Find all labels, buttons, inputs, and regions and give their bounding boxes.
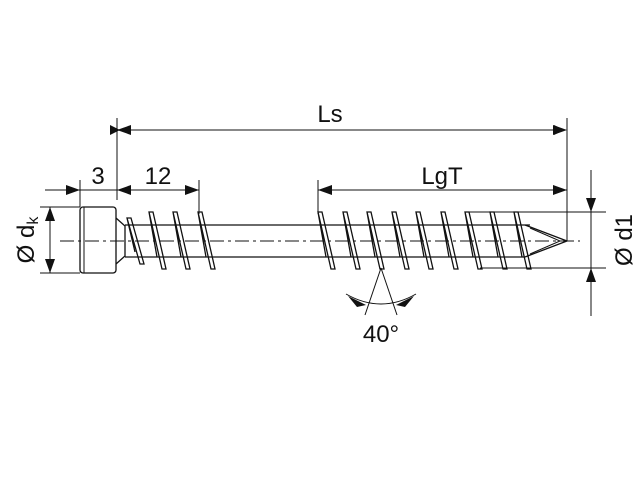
d1-label: Ø d1: [611, 214, 638, 266]
thread-flank: [148, 211, 167, 270]
lgt-label: LgT: [421, 163, 463, 190]
thread-angle-dimension: 40°: [345, 267, 417, 348]
upper-thread-label: 12: [145, 163, 172, 190]
thread-flank: [342, 211, 361, 270]
ls-dimension: Ls: [110, 101, 568, 241]
dk-dimension: Ø dk: [13, 206, 80, 274]
thread-flank: [366, 211, 385, 270]
thread-flank: [391, 211, 410, 270]
head-height-label: 3: [91, 163, 104, 190]
head-thread-dimensions: 3 12: [45, 163, 200, 214]
thread-flank: [172, 211, 191, 270]
lgt-dimension: LgT: [317, 163, 567, 214]
ls-label: Ls: [317, 101, 342, 128]
angle-label: 40°: [363, 321, 399, 348]
dk-label: Ø dk: [13, 216, 42, 264]
thread-flank: [197, 211, 216, 270]
d1-dimension: Ø d1: [467, 170, 638, 316]
screw-head: [79, 206, 126, 274]
screw-threads: [126, 211, 532, 270]
thread-flank: [317, 211, 336, 270]
thread-flank: [440, 211, 459, 270]
thread-flank: [126, 217, 145, 265]
thread-flank: [415, 211, 434, 270]
